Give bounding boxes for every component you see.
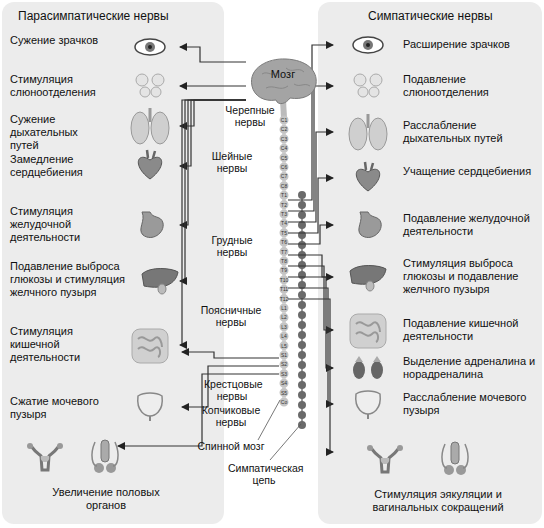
nerve-label: Симпатическая цепь — [228, 462, 300, 486]
segment-code: T11 — [278, 286, 290, 292]
segment-code: T10 — [278, 277, 290, 283]
effect-text: Расширение зрачков — [403, 38, 538, 51]
nerve-label: Копчиковые нервы — [200, 404, 262, 428]
effect-text: Расслабление дыхательных путей — [403, 119, 538, 145]
effect-text: Сжатие мочевого пузыря — [10, 395, 105, 421]
effect-box: Подавление выброса глюкозы и стимуляция … — [6, 258, 180, 304]
panel-heading: Симпатические нервы — [368, 9, 538, 23]
segment-code: T6 — [278, 239, 290, 245]
effect-text: Стимуляция кишечной деятельности — [10, 325, 105, 364]
effect-text: Подавление желудочной деятельности — [403, 212, 538, 238]
effect-box: Стимуляция желудочной деятельности — [6, 204, 180, 246]
nerve-label: Черепные нервы — [222, 104, 278, 128]
brain-shape — [246, 56, 320, 106]
effect-text: Выделение адреналина и норадреналина — [403, 355, 538, 381]
effect-box: Увеличение половых органов — [6, 432, 206, 516]
segment-code: T12 — [278, 296, 290, 302]
segment-code: T7 — [278, 249, 290, 255]
segment-code: C8 — [278, 183, 290, 189]
effect-text: Подавление кишечной деятельности — [403, 317, 538, 343]
segment-code: L1 — [278, 305, 290, 311]
effect-box: Расслабление мочевого пузыря — [335, 388, 540, 420]
effect-box: Расслабление дыхательных путей — [335, 112, 540, 152]
effect-box: Стимуляция слюноотделения — [6, 68, 180, 104]
segment-code: S5 — [278, 390, 290, 396]
segment-code: C2 — [278, 126, 290, 132]
segment-code: S3 — [278, 371, 290, 377]
segment-code: C3 — [278, 136, 290, 142]
segment-code: C1 — [278, 117, 290, 123]
brain-node: Мозг — [246, 56, 320, 106]
effect-text: Стимуляция желудочной деятельности — [10, 205, 105, 244]
effect-box: Расширение зрачков — [335, 30, 540, 60]
effect-box: Сжатие мочевого пузыря — [6, 392, 180, 424]
segment-code: T3 — [278, 211, 290, 217]
effect-box: Замедление сердцебиения — [6, 148, 180, 184]
effect-box: Сужение зрачков — [6, 30, 180, 64]
effect-box: Выделение адреналина и норадреналина — [335, 352, 540, 384]
effect-box: Стимуляция кишечной деятельности — [6, 322, 180, 368]
nerve-panel: Парасимпатические нервыСужение зрачковСт… — [2, 2, 224, 524]
effect-text: Учащение сердцебиения — [403, 165, 538, 178]
brain-label: Мозг — [246, 68, 320, 81]
nerve-label: Шейные нервы — [204, 150, 260, 174]
nerve-label: Спинной мозг — [196, 440, 266, 452]
effect-text: Сужение зрачков — [10, 34, 105, 47]
effect-box: Подавление слюноотделения — [335, 68, 540, 104]
effect-text: Стимуляция слюноотделения — [10, 73, 105, 99]
panel-heading: Парасимпатические нервы — [18, 9, 208, 23]
nerve-label: Поясничные нервы — [200, 304, 262, 328]
segment-code: T4 — [278, 220, 290, 226]
effect-box: Подавление желудочной деятельности — [335, 206, 540, 244]
segment-code: T2 — [278, 202, 290, 208]
effect-text: Замедление сердцебиения — [10, 153, 105, 179]
segment-code: C4 — [278, 145, 290, 151]
nerve-label: Крестцовые нервы — [204, 378, 260, 402]
segment-code: S2 — [278, 361, 290, 367]
effect-text: Увеличение половых органов — [41, 486, 171, 512]
segment-code: C5 — [278, 155, 290, 161]
segment-code: T5 — [278, 230, 290, 236]
effect-text: Подавление выброса глюкозы и стимуляция … — [10, 260, 135, 299]
segment-code: C6 — [278, 164, 290, 170]
segment-code: T9 — [278, 267, 290, 273]
effect-text: Сужение дыхательных путей — [10, 113, 105, 152]
segment-code: S4 — [278, 380, 290, 386]
segment-code: T1 — [278, 192, 290, 198]
effect-box: Стимуляция выброса глюкозы и подавление … — [335, 252, 540, 302]
segment-code: L4 — [278, 333, 290, 339]
nerve-panel: Симпатические нервыРасширение зрачковПод… — [318, 2, 542, 524]
segment-code: L3 — [278, 324, 290, 330]
effect-text: Расслабление мочевого пузыря — [403, 391, 538, 417]
effect-box: Учащение сердцебиения — [335, 160, 540, 196]
segment-code: C7 — [278, 173, 290, 179]
segment-code: T8 — [278, 258, 290, 264]
effect-text: Подавление слюноотделения — [403, 73, 538, 99]
effect-box: Подавление кишечной деятельности — [335, 310, 540, 350]
effect-box: Сужение дыхательных путей — [6, 108, 180, 144]
segment-code: Co — [278, 399, 290, 405]
segment-code: S1 — [278, 352, 290, 358]
effect-text: Стимуляция выброса глюкозы и подавление … — [403, 257, 538, 296]
effect-box: Стимуляция эякуляции и вагинальных сокра… — [335, 430, 540, 516]
segment-code: L5 — [278, 343, 290, 349]
effect-text: Стимуляция эякуляции и вагинальных сокра… — [353, 488, 523, 514]
segment-code: L2 — [278, 314, 290, 320]
nerve-label: Грудные нервы — [204, 234, 260, 258]
